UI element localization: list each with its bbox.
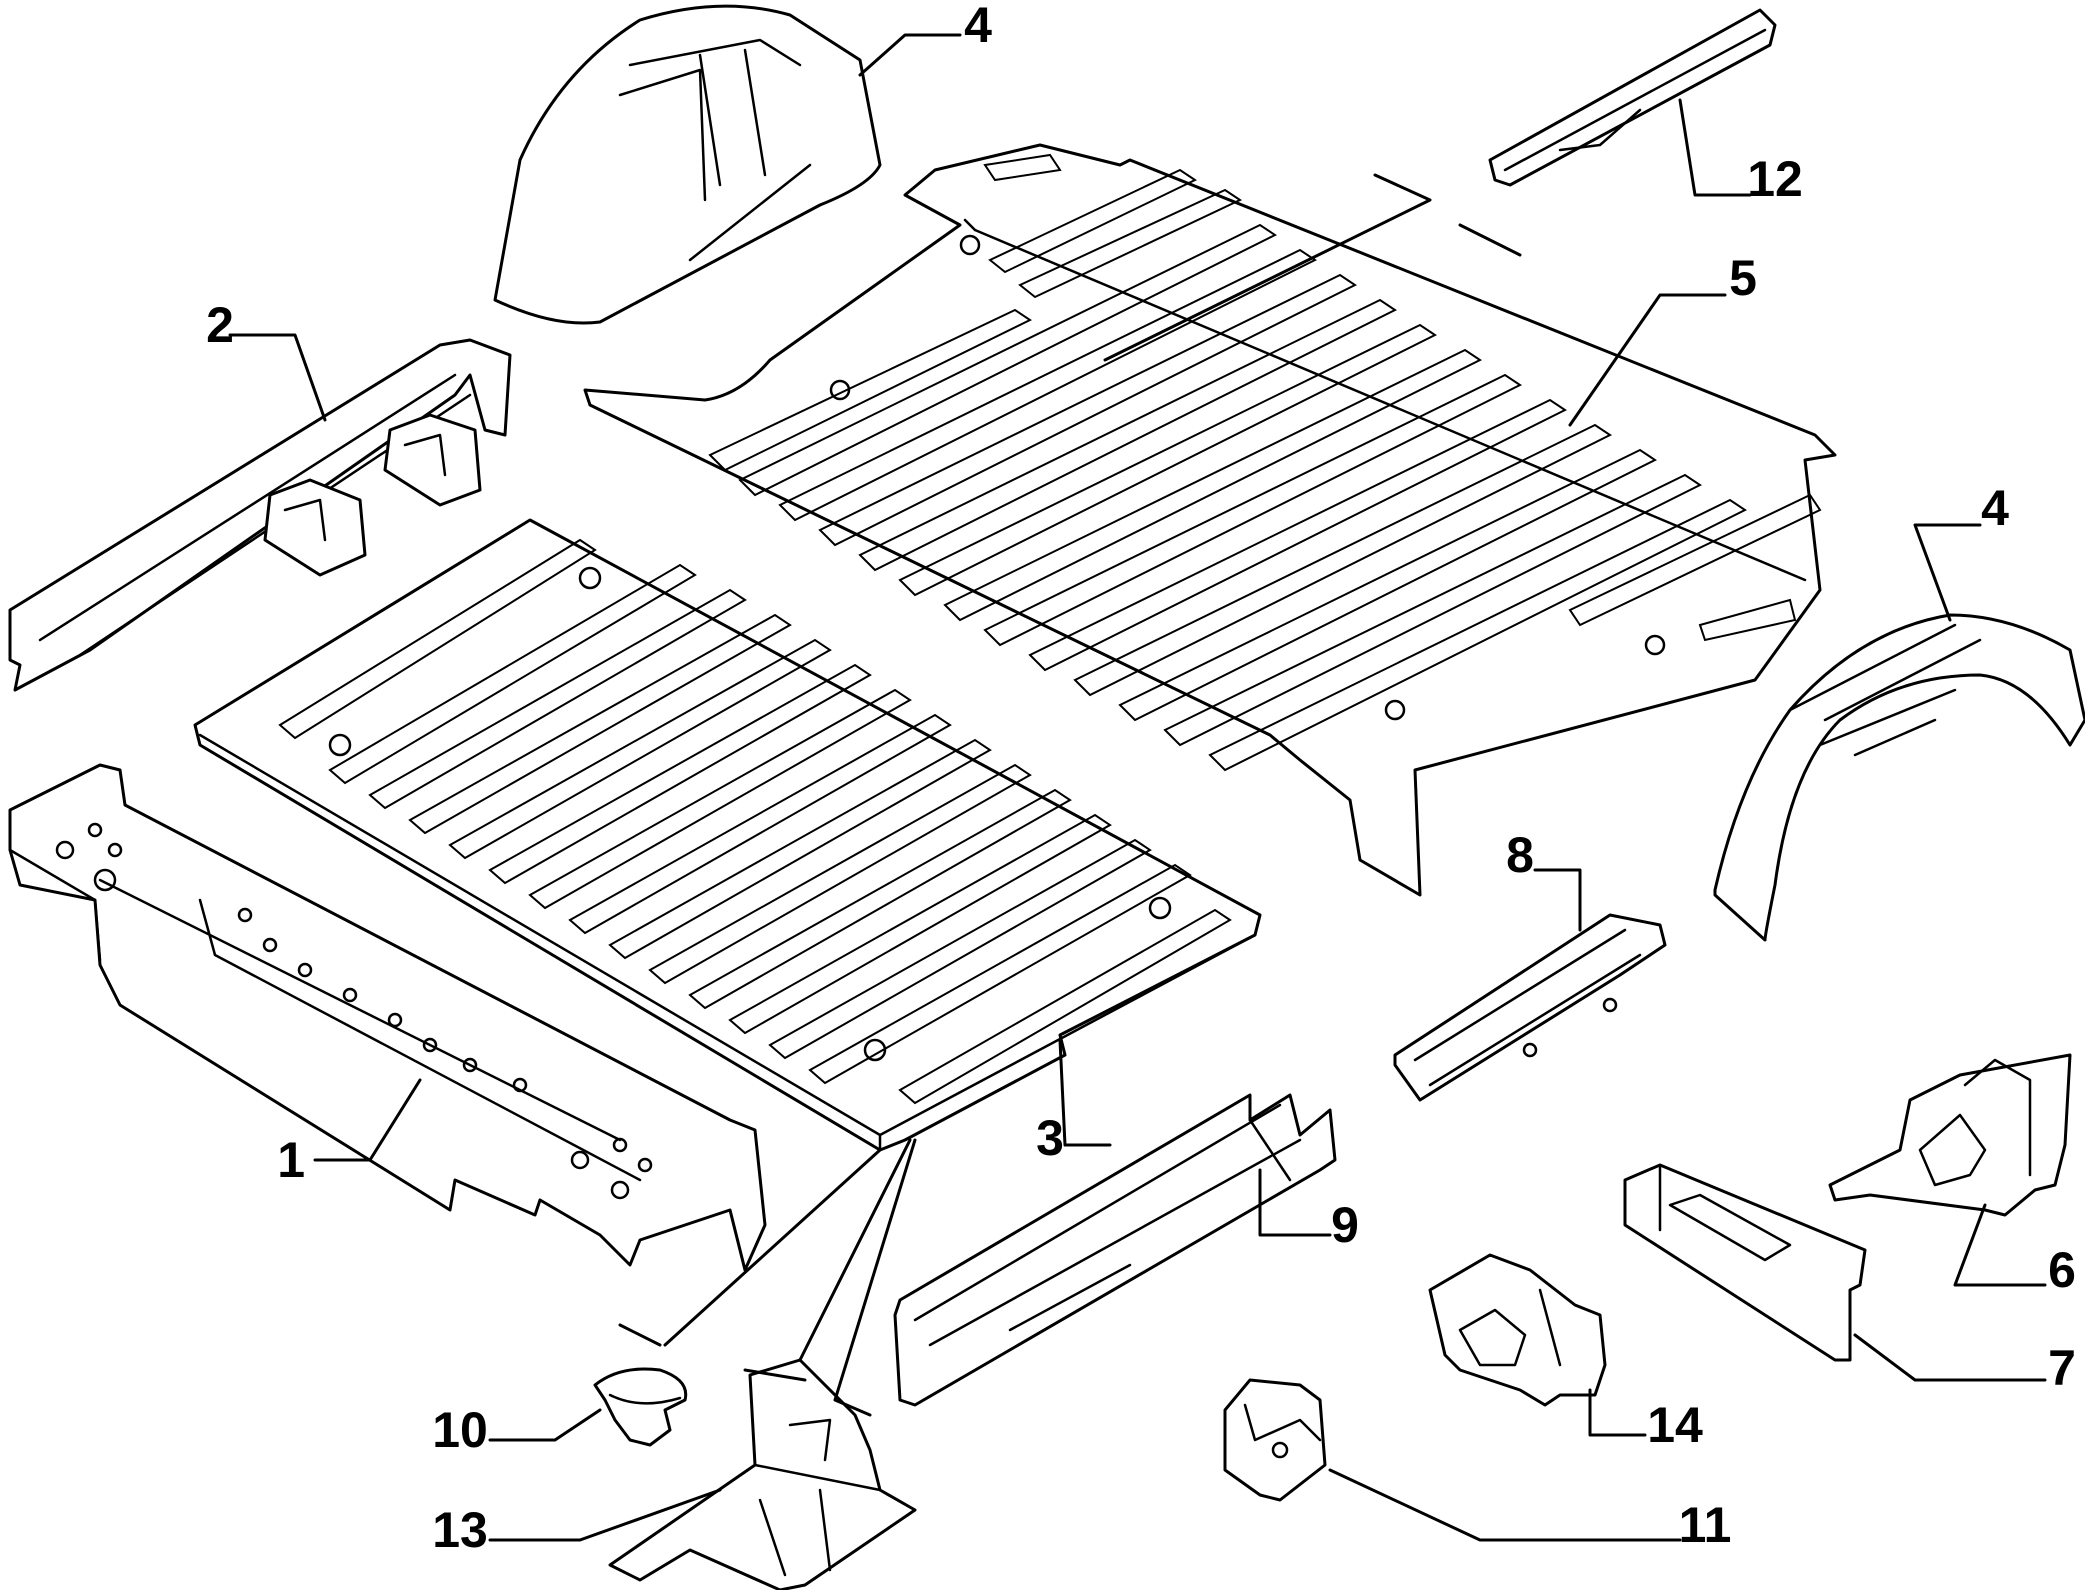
- assembly-lines: [618, 173, 1522, 1417]
- leader-5: [1568, 293, 1727, 427]
- part-7-rail: [1623, 1163, 1867, 1362]
- leader-10: [488, 1408, 602, 1442]
- leader-4a: [858, 33, 962, 77]
- part-12-trim-strip: [1488, 8, 1777, 187]
- part-10-clip: [593, 1367, 688, 1447]
- callout-4-right: 4: [1981, 480, 2009, 536]
- part-5-rear-floor-panel: [583, 143, 1837, 897]
- leader-13: [488, 1488, 722, 1542]
- leader-1: [313, 1078, 422, 1162]
- leader-lines: [228, 33, 2047, 1542]
- part-1-holes: [55, 822, 653, 1200]
- part-11-bracket: [1223, 1378, 1327, 1502]
- part-6-bracket: [1828, 1053, 2072, 1217]
- leader-6: [1953, 1203, 2047, 1287]
- callout-4-top: 4: [964, 0, 992, 53]
- callout-1: 1: [277, 1132, 305, 1188]
- part-8-bracket: [1393, 913, 1667, 1102]
- part-14-bracket: [1428, 1253, 1607, 1407]
- callout-5: 5: [1729, 250, 1757, 306]
- callout-labels: 1 2 3 4 4 5 6 7 8 9 10 11 12 13 14: [206, 0, 2076, 1558]
- part-13-reinforcement: [608, 1358, 917, 1590]
- leader-11: [1328, 1468, 1682, 1542]
- part-3-floor-ribs: [278, 538, 1232, 1105]
- leader-4b: [1913, 523, 1982, 622]
- callout-8: 8: [1506, 827, 1534, 883]
- leader-8: [1533, 868, 1582, 932]
- leader-9: [1258, 1168, 1332, 1237]
- callout-12: 12: [1747, 151, 1803, 207]
- callout-6: 6: [2048, 1242, 2076, 1298]
- part-2-cross-member: [8, 338, 512, 692]
- part-4-top-wheel-arch: [493, 4, 882, 325]
- leader-7: [1853, 1333, 2047, 1382]
- leader-2: [228, 333, 327, 422]
- callout-11: 11: [1679, 1497, 1732, 1553]
- leader-3: [1058, 1038, 1112, 1147]
- callout-2: 2: [206, 297, 234, 353]
- leader-12: [1678, 98, 1752, 197]
- part-9-side-sill: [893, 1093, 1337, 1407]
- callout-14: 14: [1647, 1397, 1703, 1453]
- leader-14: [1588, 1388, 1647, 1437]
- callout-7: 7: [2048, 1340, 2076, 1396]
- callout-9: 9: [1331, 1197, 1359, 1253]
- callout-3: 3: [1036, 1110, 1064, 1166]
- part-3-front-floor-panel: [193, 518, 1262, 1152]
- part-5-floor-ribs: [708, 153, 1822, 772]
- part-1-front-cross-member: [8, 763, 767, 1272]
- callout-13: 13: [432, 1502, 488, 1558]
- part-4-right-wheel-arch: [1713, 613, 2085, 942]
- callout-10: 10: [432, 1402, 488, 1458]
